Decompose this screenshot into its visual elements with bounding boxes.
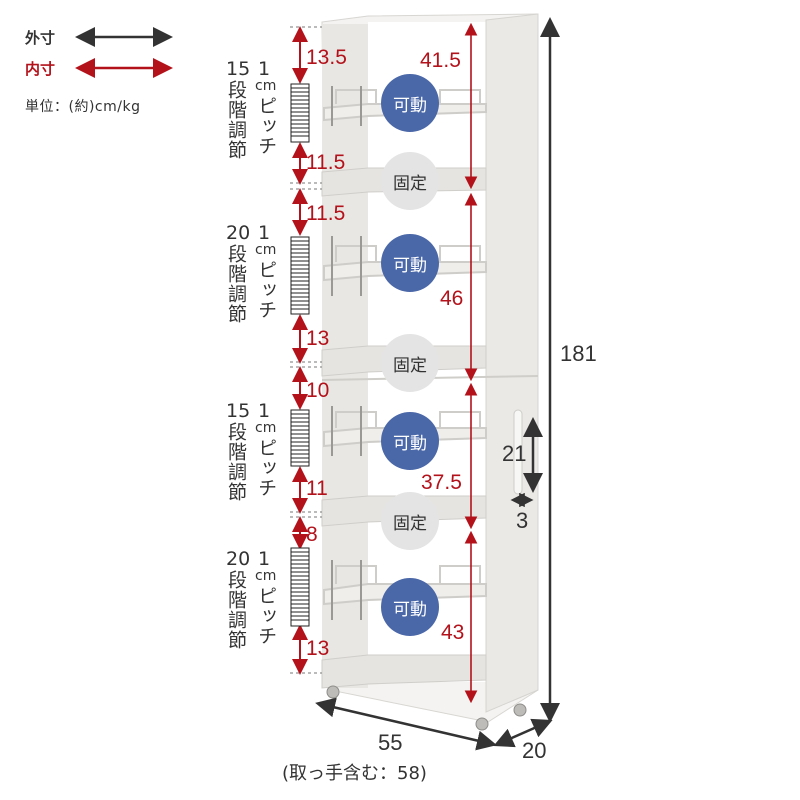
pitch-label: ピッチ bbox=[255, 586, 277, 646]
inner-height-3: 37.5 bbox=[421, 471, 462, 494]
inner-height-1: 41.5 bbox=[420, 49, 461, 72]
top-gap-value: 10 bbox=[306, 379, 330, 402]
inner-height-4: 43 bbox=[441, 621, 465, 644]
pitch-unit: cm bbox=[255, 78, 277, 94]
pitch-label: ピッチ bbox=[255, 96, 277, 156]
movable-shelf-badge: 可動 bbox=[381, 74, 439, 132]
movable-shelf-badge: 可動 bbox=[381, 578, 439, 636]
top-gap-value: 11.5 bbox=[306, 202, 346, 225]
pitch-unit: cm bbox=[255, 242, 277, 258]
steps-count: 20 bbox=[226, 548, 251, 570]
movable-shelf-badge: 可動 bbox=[381, 412, 439, 470]
steps-label: 段階調節 bbox=[225, 244, 247, 324]
unit-note: 単位：(約)cm/kg bbox=[25, 99, 141, 115]
inner-dimension-label: 内寸 bbox=[25, 60, 56, 78]
width-with-handle-note: (取っ手含む：58) bbox=[282, 763, 427, 784]
outer-dimension-label: 外寸 bbox=[25, 29, 56, 47]
top-gap-value: 13.5 bbox=[306, 46, 347, 69]
top-gap-value: 8 bbox=[306, 523, 318, 546]
steps-label: 段階調節 bbox=[225, 570, 247, 650]
inner-height-2: 46 bbox=[440, 287, 464, 310]
pitch-number: 1 bbox=[258, 58, 271, 80]
fixed-shelf-badge: 固定 bbox=[381, 152, 439, 210]
pitch-unit: cm bbox=[255, 568, 277, 584]
steps-count: 15 bbox=[226, 400, 251, 422]
bottom-gap-value: 11 bbox=[306, 477, 328, 500]
steps-label: 段階調節 bbox=[225, 422, 247, 502]
bottom-gap-value: 11.5 bbox=[306, 151, 346, 174]
outer-width-value: 55 bbox=[378, 730, 403, 755]
steps-count: 20 bbox=[226, 222, 251, 244]
fixed-shelf-badge: 固定 bbox=[381, 492, 439, 550]
steps-count: 15 bbox=[226, 58, 251, 80]
pitch-number: 1 bbox=[258, 222, 271, 244]
steps-label: 段階調節 bbox=[225, 80, 247, 160]
outer-depth-value: 20 bbox=[522, 738, 547, 763]
movable-shelf-badge: 可動 bbox=[381, 234, 439, 292]
outer-height-value: 181 bbox=[560, 341, 597, 366]
pitch-number: 1 bbox=[258, 400, 271, 422]
fixed-shelf-badge: 固定 bbox=[381, 334, 439, 392]
pitch-unit: cm bbox=[255, 420, 277, 436]
handle-height-value: 21 bbox=[502, 441, 527, 466]
bottom-gap-value: 13 bbox=[306, 637, 330, 660]
handle-depth-value: 3 bbox=[516, 508, 529, 533]
bottom-gap-value: 13 bbox=[306, 327, 330, 350]
pitch-label: ピッチ bbox=[255, 438, 277, 498]
pitch-number: 1 bbox=[258, 548, 271, 570]
pitch-label: ピッチ bbox=[255, 260, 277, 320]
